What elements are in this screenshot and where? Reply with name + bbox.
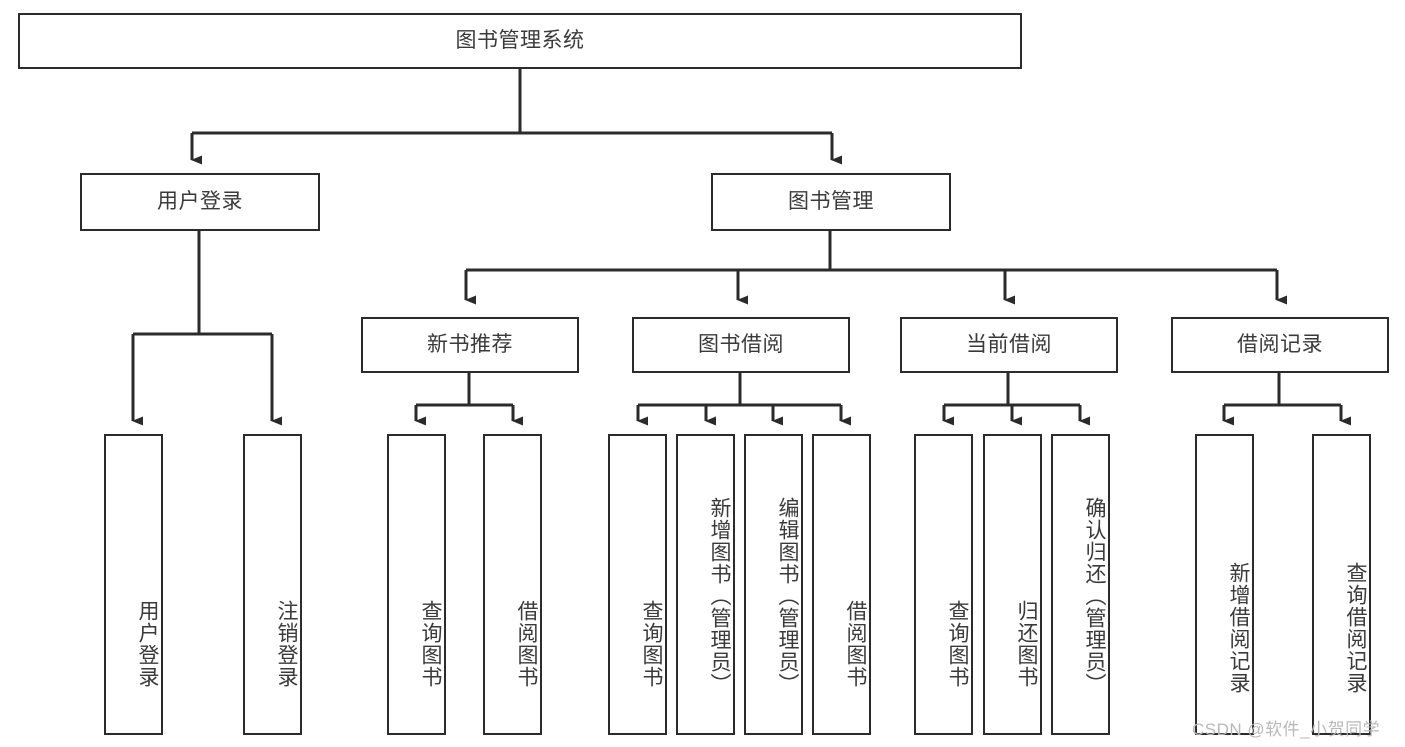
node-label: 图书借阅 (698, 333, 784, 357)
leaf-query-book-borrow[interactable]: 查询图书 (608, 434, 667, 735)
leaf-query-book-recommend[interactable]: 查询图书 (387, 434, 446, 735)
node-borrow-record[interactable]: 借阅记录 (1171, 317, 1389, 373)
leaf-user-logout[interactable]: 注销登录 (243, 434, 302, 735)
node-label: 用户登录 (136, 599, 159, 688)
node-root-system[interactable]: 图书管理系统 (18, 13, 1022, 69)
node-label: 借阅图书 (844, 599, 867, 688)
node-label: 查询图书 (419, 599, 442, 688)
leaf-query-book-current[interactable]: 查询图书 (914, 434, 973, 735)
leaf-confirm-return-admin[interactable]: 确认归还（管理员） (1051, 434, 1110, 735)
node-label: 查询图书 (640, 599, 663, 688)
node-label: 查询借阅记录 (1344, 561, 1367, 694)
node-label: 当前借阅 (966, 333, 1052, 357)
node-label: 新增图书（管理员） (708, 496, 731, 695)
node-current-borrow[interactable]: 当前借阅 (900, 317, 1118, 373)
leaf-borrow-book-recommend[interactable]: 借阅图书 (483, 434, 542, 735)
node-label: 新书推荐 (427, 333, 513, 357)
node-label: 借阅记录 (1237, 333, 1323, 357)
leaf-user-login[interactable]: 用户登录 (104, 434, 163, 735)
node-label: 注销登录 (275, 599, 298, 688)
node-label: 编辑图书（管理员） (776, 496, 799, 695)
node-label: 归还图书 (1015, 599, 1038, 688)
node-label: 确认归还（管理员） (1083, 496, 1106, 695)
leaf-query-borrow-record[interactable]: 查询借阅记录 (1312, 434, 1371, 735)
node-label: 用户登录 (157, 190, 243, 214)
node-label: 查询图书 (946, 599, 969, 688)
node-label: 新增借阅记录 (1227, 561, 1250, 694)
node-book-borrow[interactable]: 图书借阅 (632, 317, 850, 373)
node-label: 借阅图书 (515, 599, 538, 688)
node-book-manage[interactable]: 图书管理 (711, 173, 951, 231)
node-label: 图书管理 (788, 190, 874, 214)
leaf-borrow-book-borrow[interactable]: 借阅图书 (812, 434, 871, 735)
node-label: 图书管理系统 (455, 29, 585, 53)
leaf-return-book[interactable]: 归还图书 (983, 434, 1042, 735)
leaf-add-borrow-record[interactable]: 新增借阅记录 (1195, 434, 1254, 735)
csdn-watermark: CSDN @软件_小贺同学 (1192, 720, 1381, 739)
node-new-book-recommend[interactable]: 新书推荐 (361, 317, 579, 373)
leaf-edit-book-admin[interactable]: 编辑图书（管理员） (744, 434, 803, 735)
node-user-login[interactable]: 用户登录 (80, 173, 320, 231)
leaf-add-book-admin[interactable]: 新增图书（管理员） (676, 434, 735, 735)
